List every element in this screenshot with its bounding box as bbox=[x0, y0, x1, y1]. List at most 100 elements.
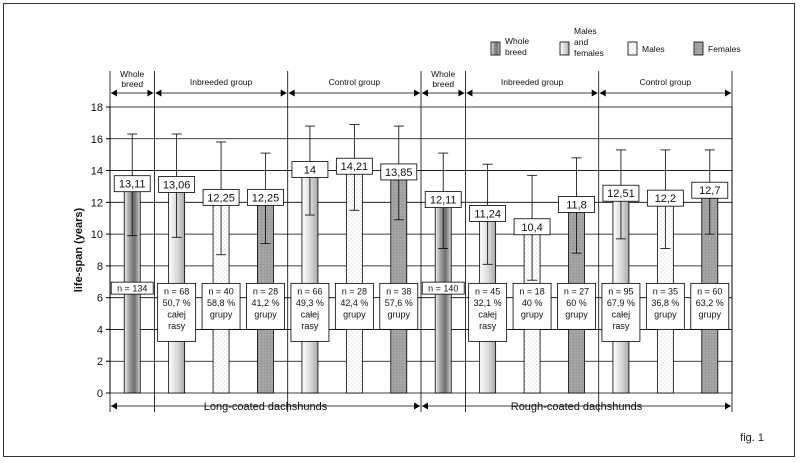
subgroup-label: breed bbox=[121, 79, 143, 89]
info-text: n = 18 bbox=[519, 286, 544, 296]
info-text: n = 28 bbox=[253, 286, 278, 296]
value-box bbox=[291, 161, 329, 178]
y-tick-label: 16 bbox=[91, 134, 103, 146]
subgroup-label: Control group bbox=[640, 77, 692, 87]
y-tick-label: 8 bbox=[97, 261, 103, 273]
info-text: rasy bbox=[479, 321, 497, 331]
y-tick-label: 6 bbox=[97, 293, 103, 305]
value-label: 11,8 bbox=[566, 200, 587, 212]
subgroup-arrow-head-left bbox=[599, 89, 606, 97]
figure-label: fig. 1 bbox=[740, 432, 764, 444]
info-text: 58,8 % bbox=[207, 298, 235, 308]
info-text: n = 134 bbox=[117, 284, 147, 294]
group-label-bg-less: Rough-coated dachshunds bbox=[511, 401, 643, 413]
info-text: rasy bbox=[612, 321, 630, 331]
info-text: 40 % bbox=[522, 298, 543, 308]
info-text: grupy bbox=[654, 309, 677, 319]
info-text: 63,2 % bbox=[696, 298, 724, 308]
value-label: 12,51 bbox=[607, 188, 635, 200]
group-arrow-head-left bbox=[422, 402, 428, 410]
info-text: 50,7 % bbox=[163, 298, 191, 308]
info-text: całej bbox=[167, 309, 186, 319]
value-label: 12,25 bbox=[252, 192, 280, 204]
info-box bbox=[421, 281, 465, 295]
value-label: 13,06 bbox=[163, 179, 191, 191]
info-box bbox=[690, 282, 730, 330]
value-box bbox=[558, 196, 595, 213]
info-box bbox=[157, 282, 197, 342]
subgroup-label: breed bbox=[432, 79, 454, 89]
group-arrow-head-right bbox=[725, 402, 731, 410]
info-text: n = 60 bbox=[697, 286, 722, 296]
value-label: 14,21 bbox=[341, 161, 369, 173]
value-box bbox=[158, 176, 196, 193]
subgroup-label: Inbreeded group bbox=[501, 77, 564, 87]
subgroup-arrow-head-left bbox=[422, 89, 428, 97]
info-text: 32,1 % bbox=[474, 298, 502, 308]
info-text: 42,4 % bbox=[340, 298, 368, 308]
info-box bbox=[246, 282, 285, 330]
group-arrow-head-right bbox=[414, 402, 420, 410]
info-text: 67,9 % bbox=[607, 298, 635, 308]
info-text: n = 40 bbox=[208, 286, 233, 296]
subgroup-arrow-head-right bbox=[458, 89, 465, 97]
info-text: n = 28 bbox=[342, 286, 367, 296]
y-tick-label: 12 bbox=[91, 197, 103, 209]
value-label: 12,2 bbox=[655, 193, 676, 205]
info-text: grupy bbox=[343, 309, 366, 319]
y-tick-label: 0 bbox=[97, 388, 103, 400]
info-text: całej bbox=[301, 309, 320, 319]
info-text: n = 95 bbox=[608, 286, 633, 296]
info-text: 41,2 % bbox=[251, 298, 279, 308]
value-label: 14 bbox=[304, 165, 316, 177]
value-box bbox=[646, 189, 684, 207]
legend-label: Females bbox=[708, 44, 741, 54]
info-box bbox=[468, 282, 508, 342]
legend-label: females bbox=[574, 48, 604, 58]
value-label: 10,4 bbox=[521, 222, 542, 234]
info-text: rasy bbox=[168, 321, 186, 331]
value-box bbox=[469, 205, 507, 222]
value-box bbox=[380, 163, 418, 181]
info-text: n = 140 bbox=[428, 284, 458, 294]
value-label: 12,7 bbox=[699, 185, 720, 197]
value-box bbox=[335, 157, 373, 175]
info-text: n = 35 bbox=[653, 286, 678, 296]
subgroup-label: Control group bbox=[329, 77, 381, 87]
info-text: n = 45 bbox=[475, 286, 500, 296]
group-label-bg-less: Long-coated dachshunds bbox=[204, 401, 328, 413]
legend-label: Whole bbox=[505, 36, 529, 46]
value-box bbox=[202, 188, 240, 206]
legend-swatch-mf bbox=[559, 41, 570, 56]
bars-layer bbox=[123, 124, 719, 394]
info-text: 60 % bbox=[566, 298, 587, 308]
y-tick-label: 2 bbox=[97, 356, 103, 368]
subgroup-arrow-head-right bbox=[147, 89, 154, 97]
info-text: n = 27 bbox=[564, 286, 589, 296]
info-box bbox=[201, 282, 241, 330]
info-text: całej bbox=[478, 309, 497, 319]
subgroup-arrow-head-right bbox=[591, 89, 598, 97]
info-box bbox=[290, 282, 330, 342]
info-text: rasy bbox=[301, 321, 319, 331]
info-text: grupy bbox=[521, 309, 544, 319]
value-box bbox=[113, 175, 151, 193]
subgroup-arrow-head-right bbox=[414, 89, 420, 97]
info-box bbox=[512, 282, 552, 330]
info-text: grupy bbox=[565, 309, 588, 319]
value-label: 12,25 bbox=[207, 192, 235, 204]
legend-label: and bbox=[574, 37, 588, 47]
info-box bbox=[334, 282, 374, 330]
y-tick-label: 4 bbox=[97, 324, 103, 336]
value-label: 13,11 bbox=[119, 179, 146, 191]
y-tick-label: 10 bbox=[91, 229, 103, 241]
subgroup-label: Whole bbox=[431, 69, 455, 79]
value-box bbox=[424, 191, 462, 208]
info-text: grupy bbox=[210, 309, 233, 319]
info-text: n = 38 bbox=[386, 286, 411, 296]
group-arrow-head-left bbox=[111, 402, 117, 410]
info-text: grupy bbox=[388, 309, 411, 319]
